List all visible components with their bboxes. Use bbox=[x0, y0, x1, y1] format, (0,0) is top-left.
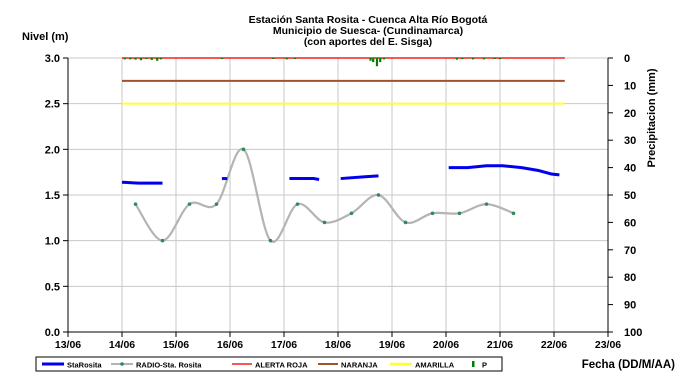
legend-label-radio-sta-rosita: RADIO-Sta. Rosita bbox=[136, 361, 202, 370]
chart-title-line: Municipio de Suesca- (Cundinamarca) bbox=[273, 25, 463, 37]
y2-tick-label: 90 bbox=[624, 300, 636, 312]
radio-marker bbox=[268, 238, 273, 243]
series-line-starosita bbox=[448, 164, 560, 177]
y-tick-label: 3.0 bbox=[45, 53, 60, 65]
p-bar bbox=[379, 58, 382, 63]
p-bar bbox=[369, 58, 372, 61]
legend-label-amarilla: AMARILLA bbox=[415, 361, 455, 370]
p-bar bbox=[220, 58, 224, 60]
p-bar bbox=[156, 58, 159, 61]
p-bar bbox=[272, 58, 275, 59]
y2-tick-label: 80 bbox=[624, 272, 636, 284]
x-tick-label: 16/06 bbox=[217, 339, 243, 351]
radio-marker bbox=[160, 238, 165, 243]
legend: StaRosita RADIO-Sta. Rosita ALERTA ROJA NAR… bbox=[35, 356, 503, 372]
x-tick-label: 18/06 bbox=[325, 339, 351, 351]
radio-marker bbox=[403, 220, 408, 225]
p-bar bbox=[129, 58, 132, 60]
radio-marker bbox=[430, 211, 435, 216]
x-tick-label: 23/06 bbox=[595, 339, 621, 351]
legend-dot-radio-sta-rosita bbox=[120, 362, 124, 366]
x-tick-label: 13/06 bbox=[55, 339, 81, 351]
radio-marker bbox=[376, 193, 381, 197]
p-bar bbox=[150, 58, 153, 60]
p-bar bbox=[455, 58, 458, 60]
y-tick-label: 0.5 bbox=[45, 281, 60, 293]
y2-tick-label: 100 bbox=[624, 327, 642, 339]
y-tick-label: 2.5 bbox=[45, 99, 60, 111]
legend-box bbox=[35, 356, 503, 372]
x-tick-label: 22/06 bbox=[541, 339, 567, 351]
p-bar bbox=[472, 58, 475, 60]
y2-tick-label: 30 bbox=[624, 135, 636, 147]
x-tick-label: 21/06 bbox=[487, 339, 513, 351]
series-p bbox=[123, 58, 502, 67]
p-bar bbox=[499, 58, 502, 60]
legend-label-p: P bbox=[482, 361, 487, 370]
y2-tick-label: 10 bbox=[624, 80, 636, 92]
x-tick-label: 14/06 bbox=[109, 339, 135, 351]
radio-marker bbox=[295, 202, 300, 206]
y2-axis-label: Precipitacion (mm) bbox=[646, 68, 658, 167]
y-tick-label: 2.0 bbox=[45, 144, 60, 156]
y-axis-label: Nivel (m) bbox=[22, 31, 69, 43]
radio-marker bbox=[187, 202, 192, 206]
y2-tick-label: 60 bbox=[624, 217, 636, 229]
radio-marker bbox=[349, 211, 354, 216]
p-bar bbox=[375, 58, 379, 67]
legend-label-naranja: NARANJA bbox=[341, 361, 378, 370]
p-bar bbox=[461, 58, 464, 60]
x-tick-label: 19/06 bbox=[379, 339, 405, 351]
x-axis-label: Fecha (DD/M/AA) bbox=[582, 359, 675, 371]
p-bar bbox=[293, 58, 296, 60]
series-line-radio-sta-rosita bbox=[134, 148, 514, 244]
y2-tick-label: 0 bbox=[624, 53, 630, 65]
radio-marker bbox=[214, 202, 219, 206]
y-tick-label: 0.0 bbox=[45, 327, 60, 339]
x-tick-label: 15/06 bbox=[163, 339, 189, 351]
p-bar bbox=[482, 58, 485, 60]
axes: 0.0 0.5 1.0 1.5 2.0 2.5 3.0 13/06 14/06 15/06 16/0… bbox=[22, 31, 675, 371]
p-bar bbox=[134, 58, 137, 60]
series-line-starosita bbox=[121, 180, 163, 185]
radio-marker bbox=[322, 220, 327, 225]
y2-tick-label: 70 bbox=[624, 245, 636, 257]
radio-marker bbox=[457, 211, 462, 216]
p-bar bbox=[159, 58, 163, 60]
legend-label-starosita: StaRosita bbox=[67, 361, 102, 370]
chart-title: Estación Santa Rosita - Cuenca Alta Río … bbox=[249, 14, 488, 48]
y-tick-label: 1.0 bbox=[45, 236, 60, 248]
series-line-starosita bbox=[340, 174, 379, 181]
p-bar bbox=[285, 58, 288, 60]
plot-series bbox=[121, 57, 565, 244]
radio-marker bbox=[133, 202, 138, 206]
legend-marker-p bbox=[472, 361, 475, 367]
p-bar bbox=[123, 58, 126, 60]
p-bar bbox=[372, 58, 375, 63]
y2-tick-label: 40 bbox=[624, 163, 636, 175]
y2-tick-label: 20 bbox=[624, 108, 636, 120]
legend-label-alerta-roja: ALERTA ROJA bbox=[255, 361, 308, 370]
p-bar bbox=[139, 58, 143, 61]
y2-tick-label: 50 bbox=[624, 190, 636, 202]
x-tick-label: 20/06 bbox=[433, 339, 459, 351]
chart-title-line: (con aportes del E. Sisga) bbox=[304, 36, 432, 48]
radio-marker bbox=[511, 211, 516, 216]
x-tick-label: 17/06 bbox=[271, 339, 297, 351]
y-tick-label: 1.5 bbox=[45, 190, 60, 202]
chart-title-line: Estación Santa Rosita - Cuenca Alta Río … bbox=[249, 14, 488, 26]
p-bar bbox=[145, 58, 148, 60]
radio-marker bbox=[241, 147, 246, 152]
p-bar bbox=[493, 58, 496, 59]
p-bar bbox=[382, 58, 386, 60]
series-line-starosita bbox=[289, 177, 320, 181]
radio-marker bbox=[484, 202, 489, 206]
